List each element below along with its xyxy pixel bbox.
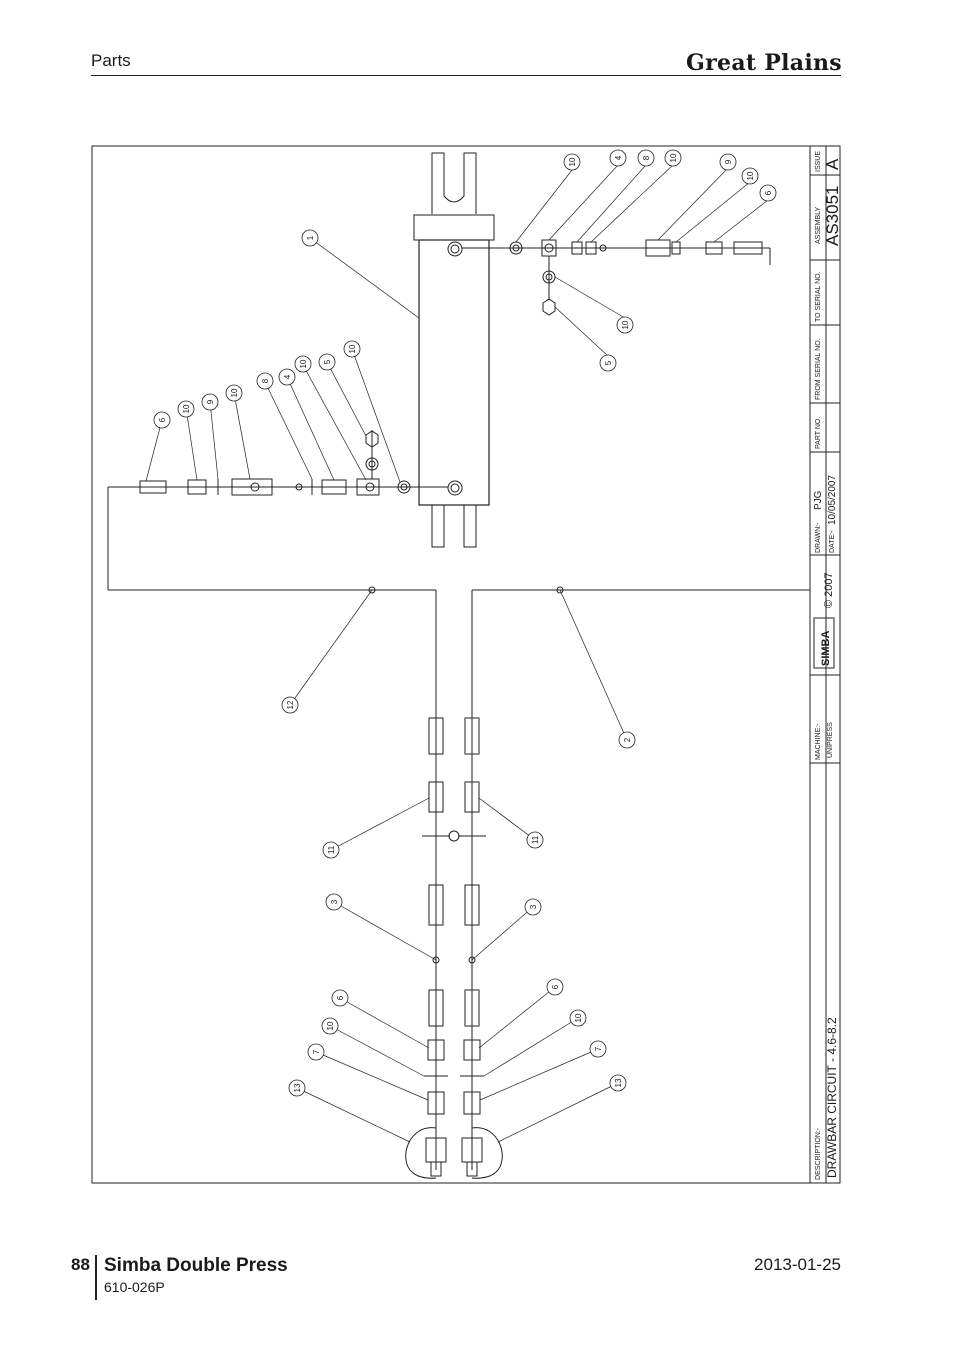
machine-label: MACHINE:- bbox=[815, 723, 822, 760]
date-value: 10/05/2007 bbox=[827, 475, 838, 525]
footer-divider bbox=[95, 1255, 97, 1300]
manual-title: Simba Double Press bbox=[104, 1255, 288, 1276]
balloon: 10 bbox=[230, 388, 239, 397]
balloon: 4 bbox=[614, 155, 623, 160]
rod-right bbox=[463, 504, 477, 548]
rod-left bbox=[431, 504, 445, 548]
balloon: 8 bbox=[261, 378, 270, 383]
balloon: 6 bbox=[551, 984, 560, 989]
balloon: 10 bbox=[326, 1021, 335, 1030]
assembly-number: AS3051 bbox=[823, 186, 842, 247]
balloon: 9 bbox=[724, 159, 733, 164]
balloon: 12 bbox=[286, 700, 295, 709]
balloon: 10 bbox=[574, 1013, 583, 1022]
balloon: 6 bbox=[764, 190, 773, 195]
balloon: 7 bbox=[594, 1046, 603, 1051]
copyright: © 2007 bbox=[823, 572, 835, 608]
balloon: 10 bbox=[299, 359, 308, 368]
balloon: 11 bbox=[327, 845, 336, 854]
clevis bbox=[431, 152, 477, 214]
issue-value: A bbox=[823, 158, 842, 170]
section-label: Parts bbox=[91, 51, 131, 70]
balloon: 13 bbox=[293, 1083, 302, 1092]
balloon: 10 bbox=[746, 171, 755, 180]
balloon: 2 bbox=[623, 737, 632, 742]
description-value: DRAWBAR CIRCUIT - 4.6-8.2 bbox=[825, 1017, 839, 1178]
header-rule bbox=[91, 75, 841, 76]
to-serial-label: TO SERIAL NO. bbox=[815, 271, 822, 322]
balloon: 3 bbox=[529, 904, 538, 909]
balloon: 10 bbox=[182, 404, 191, 413]
description-label: DESCRIPTION:- bbox=[815, 1127, 822, 1180]
balloon: 8 bbox=[642, 155, 651, 160]
cylinder-end-cap bbox=[413, 214, 495, 241]
issue-label: ISSUE bbox=[815, 151, 822, 172]
balloon: 4 bbox=[283, 374, 292, 379]
publication-date: 2013-01-25 bbox=[754, 1255, 841, 1274]
balloon: 5 bbox=[604, 360, 613, 365]
balloon: 10 bbox=[669, 153, 678, 162]
svg-text:SIMBA: SIMBA bbox=[820, 631, 832, 667]
balloon: 5 bbox=[323, 359, 332, 364]
balloon: 3 bbox=[330, 899, 339, 904]
drawing-frame bbox=[91, 145, 841, 1184]
machine-value: UNIPRESS bbox=[827, 722, 834, 758]
simba-logo: SIMBA bbox=[813, 617, 835, 669]
doc-code: 610-026P bbox=[104, 1279, 165, 1295]
balloon: 9 bbox=[206, 399, 215, 404]
balloon: 7 bbox=[312, 1049, 321, 1054]
balloon: 13 bbox=[614, 1078, 623, 1087]
drawn-label: DRAWN:- bbox=[815, 522, 822, 553]
balloon: 6 bbox=[158, 417, 167, 422]
page-number: 88 bbox=[71, 1255, 90, 1274]
brand-logo: Great Plains bbox=[686, 50, 842, 76]
balloon: 1 bbox=[306, 235, 315, 240]
date-label: DATE:- bbox=[829, 530, 836, 553]
balloon: 10 bbox=[568, 157, 577, 166]
drawn-value: PJG bbox=[813, 490, 824, 510]
cylinder-body bbox=[418, 239, 490, 506]
balloon: 10 bbox=[621, 320, 630, 329]
balloon: 11 bbox=[531, 835, 540, 844]
part-no-label: PART NO. bbox=[815, 417, 822, 449]
assembly-label: ASSEMBLY bbox=[815, 206, 822, 244]
from-serial-label: FROM SERIAL NO. bbox=[815, 338, 822, 400]
balloon: 6 bbox=[336, 995, 345, 1000]
balloon: 10 bbox=[348, 344, 357, 353]
